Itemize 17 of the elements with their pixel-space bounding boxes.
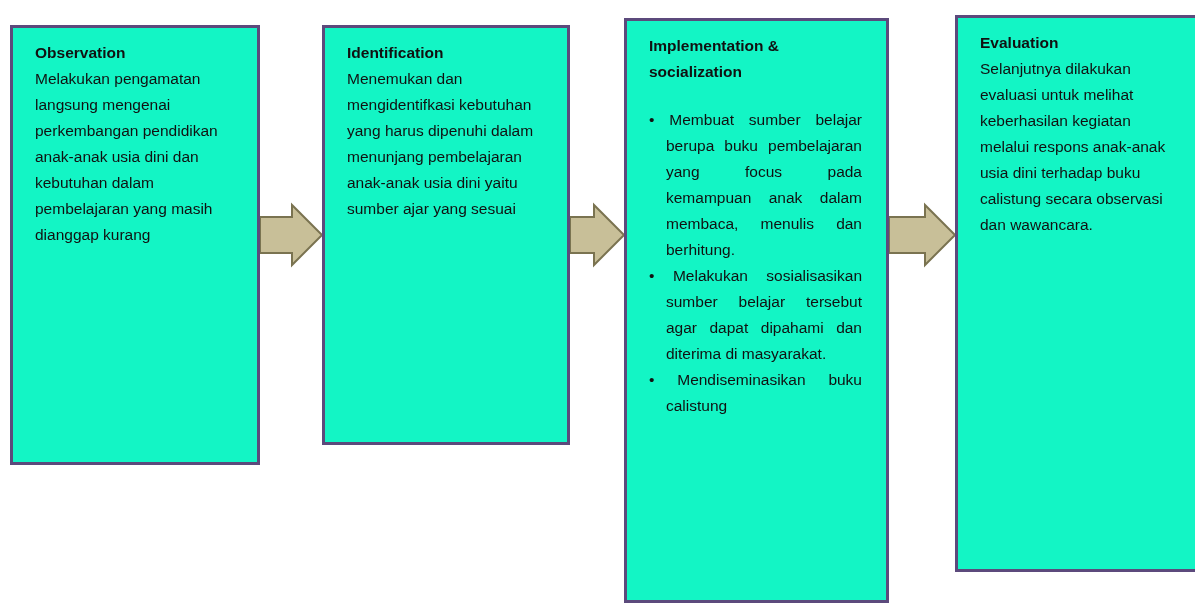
bullet-item: • Membuat sumber belajar berupa buku pembelajaran yang focus pada kemampuan anak dalam membaca, menulis dan berhitung. [649, 110, 862, 260]
step-description: Menemukan dan mengidentifkasi kebutuhan yang harus dipenuhi dalam menunjang pembelajaran anak-anak usia dini yaitu sumber ajar yang sesuai [347, 69, 535, 219]
step-description: Melakukan pengamatan langsung mengenai perkembangan pendidikan anak-anak usia dini dan kebutuhan dalam pembelajaran yang masih dianggap kurang [35, 69, 219, 245]
bullet-item: • Melakukan sosialisasikan sumber belajar tersebut agar dapat dipahami dan diterima di masyarakat. [649, 266, 862, 364]
block-arrow [888, 202, 957, 268]
process-box [322, 25, 570, 445]
step-heading: Evaluation [980, 33, 1060, 53]
process-box [624, 18, 889, 603]
step-heading: Identification [347, 43, 445, 63]
step-description: Selanjutnya dilakukan evaluasi untuk melihat keberhasilan kegiatan melalui respons anak-anak usia dini terhadap buku calistung secara observasi dan wawancara. [980, 59, 1167, 235]
process-box [955, 15, 1195, 572]
block-arrow [569, 202, 626, 268]
bullet-item: • Mendiseminasikan buku calistung [649, 370, 862, 416]
block-arrow [259, 202, 324, 268]
step-heading: Observation [35, 43, 127, 63]
process-box [10, 25, 260, 465]
step-heading: Implementation & socialization [649, 36, 781, 82]
